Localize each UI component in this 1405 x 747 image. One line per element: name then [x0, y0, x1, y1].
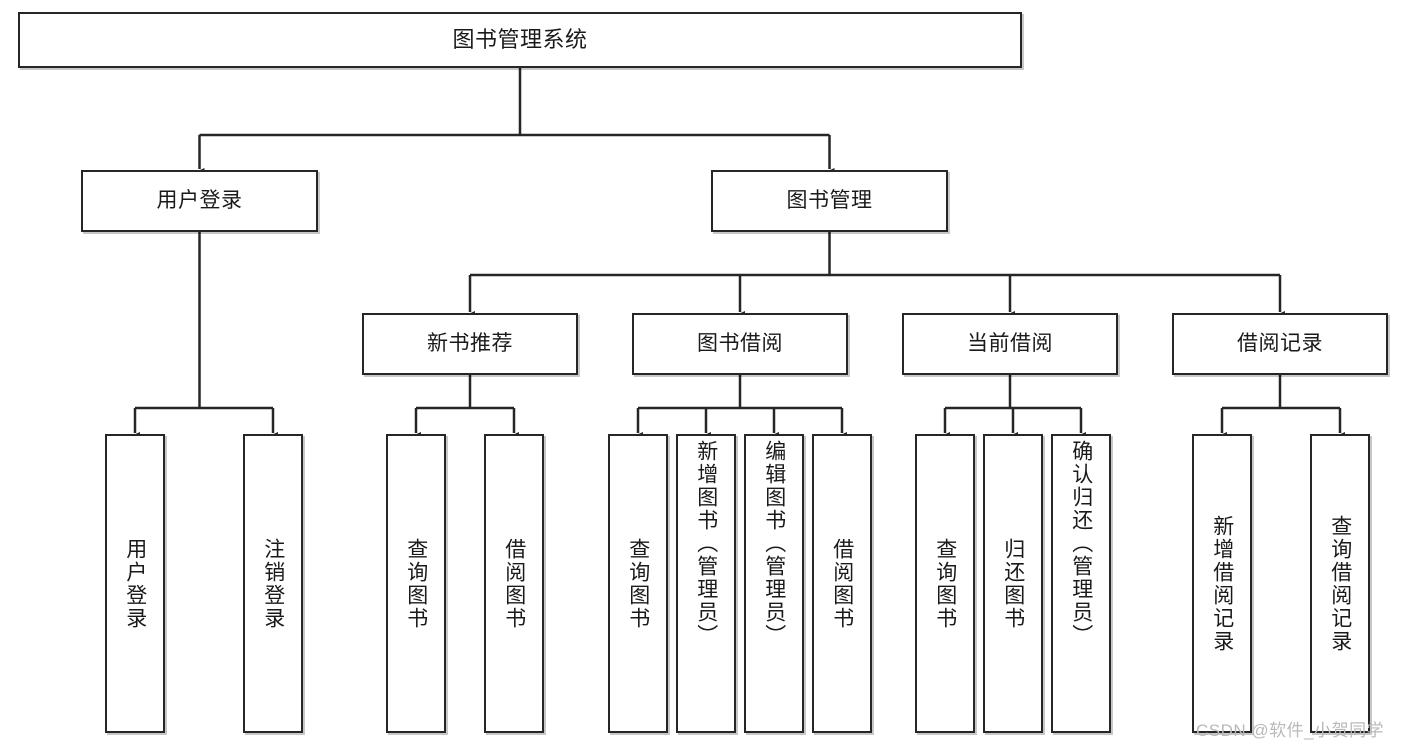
node-leaf7[interactable]: 编辑图书（管理员） — [744, 434, 804, 733]
node-login[interactable]: 用户登录 — [81, 170, 318, 232]
node-label: 查询图书 — [404, 537, 428, 630]
node-newbook[interactable]: 新书推荐 — [362, 313, 578, 375]
node-label: 注销登录 — [261, 537, 285, 630]
node-current[interactable]: 当前借阅 — [902, 313, 1118, 375]
node-leaf12[interactable]: 新增借阅记录 — [1192, 434, 1252, 733]
node-label: 图书管理 — [786, 188, 873, 212]
node-leaf3[interactable]: 查询图书 — [386, 434, 446, 733]
node-leaf10[interactable]: 归还图书 — [983, 434, 1043, 733]
node-label: 新增借阅记录 — [1210, 514, 1234, 653]
node-label: 新增图书（管理员） — [694, 440, 718, 647]
node-records[interactable]: 借阅记录 — [1172, 313, 1388, 375]
node-leaf8[interactable]: 借阅图书 — [812, 434, 872, 733]
node-leaf4[interactable]: 借阅图书 — [484, 434, 544, 733]
node-label: 当前借阅 — [967, 331, 1053, 355]
node-label: 查询图书 — [626, 537, 650, 630]
node-label: 确认归还（管理员） — [1069, 440, 1093, 647]
node-label: 图书管理系统 — [452, 27, 588, 53]
node-leaf6[interactable]: 新增图书（管理员） — [676, 434, 736, 733]
node-label: 编辑图书（管理员） — [762, 440, 786, 647]
node-label: 用户登录 — [123, 537, 147, 630]
node-label: 借阅记录 — [1237, 331, 1323, 355]
node-label: 新书推荐 — [427, 331, 513, 355]
node-root[interactable]: 图书管理系统 — [18, 12, 1022, 68]
node-label: 归还图书 — [1001, 537, 1025, 630]
node-borrow[interactable]: 图书借阅 — [632, 313, 848, 375]
node-leaf5[interactable]: 查询图书 — [608, 434, 668, 733]
node-label: 查询图书 — [933, 537, 957, 630]
node-leaf13[interactable]: 查询借阅记录 — [1310, 434, 1370, 733]
node-label: 用户登录 — [156, 188, 243, 212]
node-label: 借阅图书 — [830, 537, 854, 630]
node-leaf11[interactable]: 确认归还（管理员） — [1051, 434, 1111, 733]
node-leaf1[interactable]: 用户登录 — [105, 434, 165, 733]
node-bookmgmt[interactable]: 图书管理 — [711, 170, 948, 232]
node-label: 图书借阅 — [697, 331, 783, 355]
node-leaf2[interactable]: 注销登录 — [243, 434, 303, 733]
node-label: 借阅图书 — [502, 537, 526, 630]
csdn-watermark: CSDN @软件_小贺同学 — [1196, 721, 1385, 740]
node-leaf9[interactable]: 查询图书 — [915, 434, 975, 733]
node-label: 查询借阅记录 — [1328, 514, 1352, 653]
